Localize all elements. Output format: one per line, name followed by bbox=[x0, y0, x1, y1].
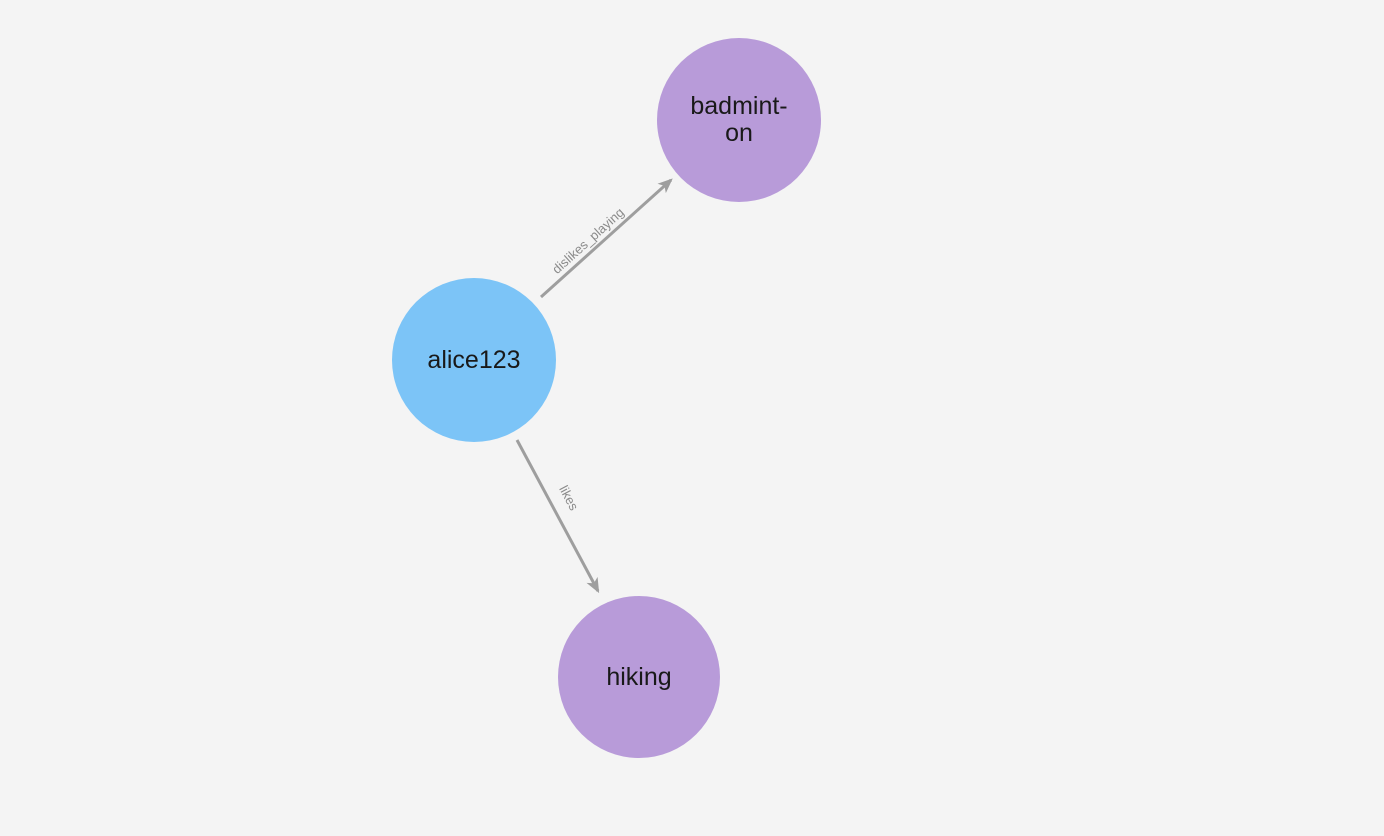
node-label-badminton: badmint- on bbox=[690, 92, 788, 147]
graph-node-badminton[interactable]: badmint- on bbox=[657, 38, 821, 202]
graph-node-alice123[interactable]: alice123 bbox=[392, 278, 556, 442]
node-label-hiking: hiking bbox=[606, 662, 672, 691]
graph-edge-dislikes-playing[interactable]: dislikes_playing bbox=[539, 178, 673, 299]
edge-label-dislikes-playing: dislikes_playing bbox=[549, 205, 627, 277]
graph-edge-likes[interactable]: likes bbox=[515, 439, 600, 594]
edge-line bbox=[515, 439, 600, 594]
edge-label-likes: likes bbox=[556, 483, 582, 513]
edge-line bbox=[539, 178, 673, 299]
graph-node-hiking[interactable]: hiking bbox=[558, 596, 720, 758]
node-label-alice123: alice123 bbox=[427, 345, 521, 374]
